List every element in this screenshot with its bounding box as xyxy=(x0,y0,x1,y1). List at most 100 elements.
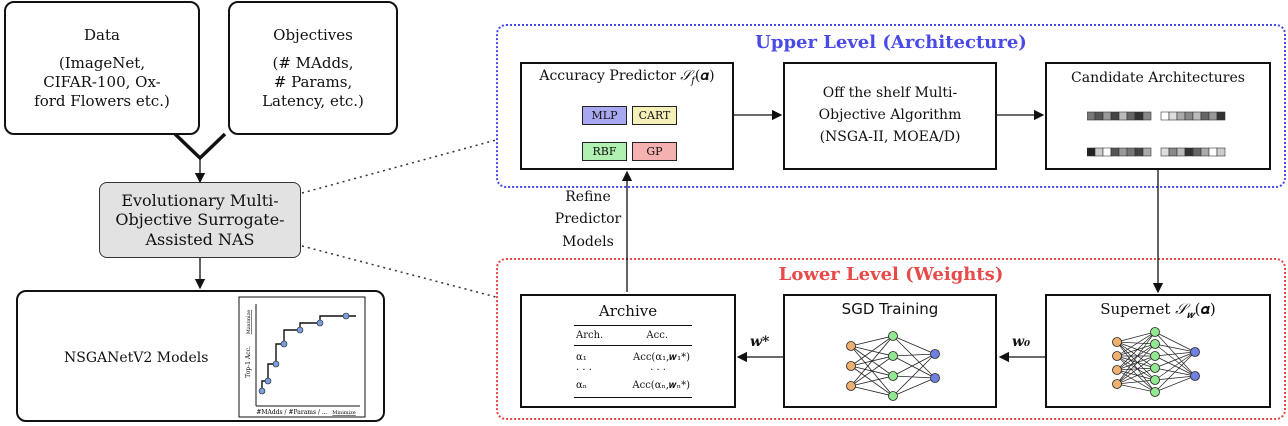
upper-level-region xyxy=(496,24,1286,188)
input-node xyxy=(1112,379,1122,389)
algorithm-box: Off the shelf Multi- Objective Algorithm… xyxy=(783,62,997,170)
hidden-node xyxy=(1150,387,1160,397)
predictor-title: Accuracy Predictor 𝒮f(𝜶) xyxy=(522,68,732,87)
predictor-symbol: 𝒮 xyxy=(680,68,692,84)
lower-level-region xyxy=(496,258,1286,420)
archive-cell: Acc(α₁,𝒘₁*) xyxy=(633,352,690,363)
refine-line: Predictor xyxy=(554,211,622,228)
w-zero-label: 𝒘₀ xyxy=(1012,334,1031,350)
archive-cell: α₁ xyxy=(576,352,587,363)
upper-level-title: Upper Level (Architecture) xyxy=(755,32,1027,53)
archive-cell: Acc(αₙ,𝒘ₙ*) xyxy=(632,380,690,391)
objectives-line: (# MAdds, xyxy=(272,54,354,73)
lower-level-title: Lower Level (Weights) xyxy=(778,264,1004,285)
data-box: Data (ImageNet, CIFAR-100, Ox- ford Flow… xyxy=(4,1,200,135)
supernet-arg: (𝜶) xyxy=(1194,300,1216,318)
input-node xyxy=(1112,337,1122,347)
candidate-architectures-box: Candidate Architectures xyxy=(1045,62,1271,170)
hidden-node xyxy=(1150,375,1160,385)
gp-chip: GP xyxy=(632,142,677,161)
objectives-box: Objectives (# MAdds, # Params, Latency, … xyxy=(228,1,398,135)
algo-line: (NSGA-II, MOEA/D) xyxy=(819,128,961,145)
data-line: CIFAR-100, Ox- xyxy=(43,73,161,91)
hidden-node xyxy=(1150,327,1160,337)
refine-label: Refine Predictor Models xyxy=(548,186,628,253)
objectives-title: Objectives xyxy=(273,25,353,44)
input-node xyxy=(846,341,856,351)
hidden-node xyxy=(888,391,898,401)
algo-line: Off the shelf Multi- xyxy=(822,85,958,102)
pareto-point xyxy=(280,340,288,348)
algo-line: Objective Algorithm xyxy=(818,107,962,124)
w-star-label: 𝒘* xyxy=(750,334,770,350)
output-node xyxy=(930,373,940,383)
pareto-point xyxy=(316,319,324,327)
merge-line xyxy=(173,132,227,161)
data-title: Data xyxy=(84,25,120,44)
pareto-point xyxy=(296,326,304,334)
models-box: NSGANetV2 Models Top-1 Acc. Maximize #MA… xyxy=(16,290,385,422)
mlp-chip: MLP xyxy=(582,106,627,125)
archive-header-arch: Arch. xyxy=(576,330,604,341)
predictor-title-text: Accuracy Predictor xyxy=(539,68,676,84)
nas-box: Evolutionary Multi- Objective Surrogate-… xyxy=(99,182,301,258)
supernet-title: Supernet 𝒮𝒘(𝜶) xyxy=(1047,300,1269,321)
data-line: ford Flowers etc.) xyxy=(34,91,170,110)
sgd-network xyxy=(846,331,940,401)
plot-xlabel: #MAdds / #Params / ... xyxy=(256,409,327,416)
candidates-title: Candidate Architectures xyxy=(1071,70,1245,86)
archive-cell: · · · xyxy=(650,365,666,376)
pareto-point xyxy=(342,312,350,320)
archive-cell: · · · xyxy=(576,365,592,376)
output-node xyxy=(1190,371,1200,381)
nas-upper-link xyxy=(301,139,497,194)
supernet-network xyxy=(1112,327,1200,397)
plot-ylabel-note: Maximize xyxy=(246,310,252,334)
hidden-node xyxy=(888,371,898,381)
supernet-box: Supernet 𝒮𝒘(𝜶) xyxy=(1045,294,1271,408)
candidate-encodings xyxy=(1087,111,1226,157)
plot-xlabel-note: Minimize xyxy=(332,410,356,416)
rbf-chip: RBF xyxy=(582,142,627,161)
accuracy-predictor-box: Accuracy Predictor 𝒮f(𝜶) MLP CART RBF GP xyxy=(520,62,734,170)
archive-table: Arch. Acc. α₁ Acc(α₁,𝒘₁*) · · · · · · αₙ… xyxy=(574,325,692,398)
archive-header-acc: Acc. xyxy=(646,330,668,341)
pareto-point xyxy=(264,377,272,385)
input-node xyxy=(1112,351,1122,361)
sgd-title: SGD Training xyxy=(841,300,939,318)
refine-line: Models xyxy=(562,233,614,250)
input-node xyxy=(846,381,856,391)
pareto-point xyxy=(272,360,280,368)
nas-line: Objective Surrogate- xyxy=(115,210,285,230)
hidden-node xyxy=(888,331,898,341)
hidden-node xyxy=(1150,363,1160,373)
objectives-line: Latency, etc.) xyxy=(262,91,364,110)
supernet-title-text: Supernet xyxy=(1100,300,1171,318)
output-node xyxy=(1190,347,1200,357)
nas-line: Evolutionary Multi- xyxy=(121,191,279,211)
input-node xyxy=(1112,365,1122,375)
models-label: NSGANetV2 Models xyxy=(64,350,209,366)
data-line: (ImageNet, xyxy=(58,54,146,73)
hidden-node xyxy=(1150,339,1160,349)
supernet-symbol: 𝒮 xyxy=(1175,300,1187,318)
pareto-point xyxy=(258,387,266,395)
output-node xyxy=(930,349,940,359)
nas-line: Assisted NAS xyxy=(145,229,255,249)
plot-ylabel: Top-1 Acc. xyxy=(245,346,252,378)
sgd-training-box: SGD Training xyxy=(783,294,997,408)
archive-box: Archive Arch. Acc. α₁ Acc(α₁,𝒘₁*) · · · … xyxy=(520,294,736,408)
predictor-arg: (𝜶) xyxy=(694,68,715,84)
supernet-sub: 𝒘 xyxy=(1186,310,1195,321)
archive-title: Archive xyxy=(598,302,658,320)
hidden-node xyxy=(888,351,898,361)
pareto-plot: Top-1 Acc. Maximize #MAdds / #Params / .… xyxy=(238,296,366,418)
hidden-node xyxy=(1150,351,1160,361)
cart-chip: CART xyxy=(632,106,677,125)
input-node xyxy=(846,361,856,371)
predictor-sub: f xyxy=(691,75,695,87)
objectives-line: # Params, xyxy=(273,73,353,91)
refine-line: Refine xyxy=(565,189,611,205)
archive-cell: αₙ xyxy=(576,380,588,391)
